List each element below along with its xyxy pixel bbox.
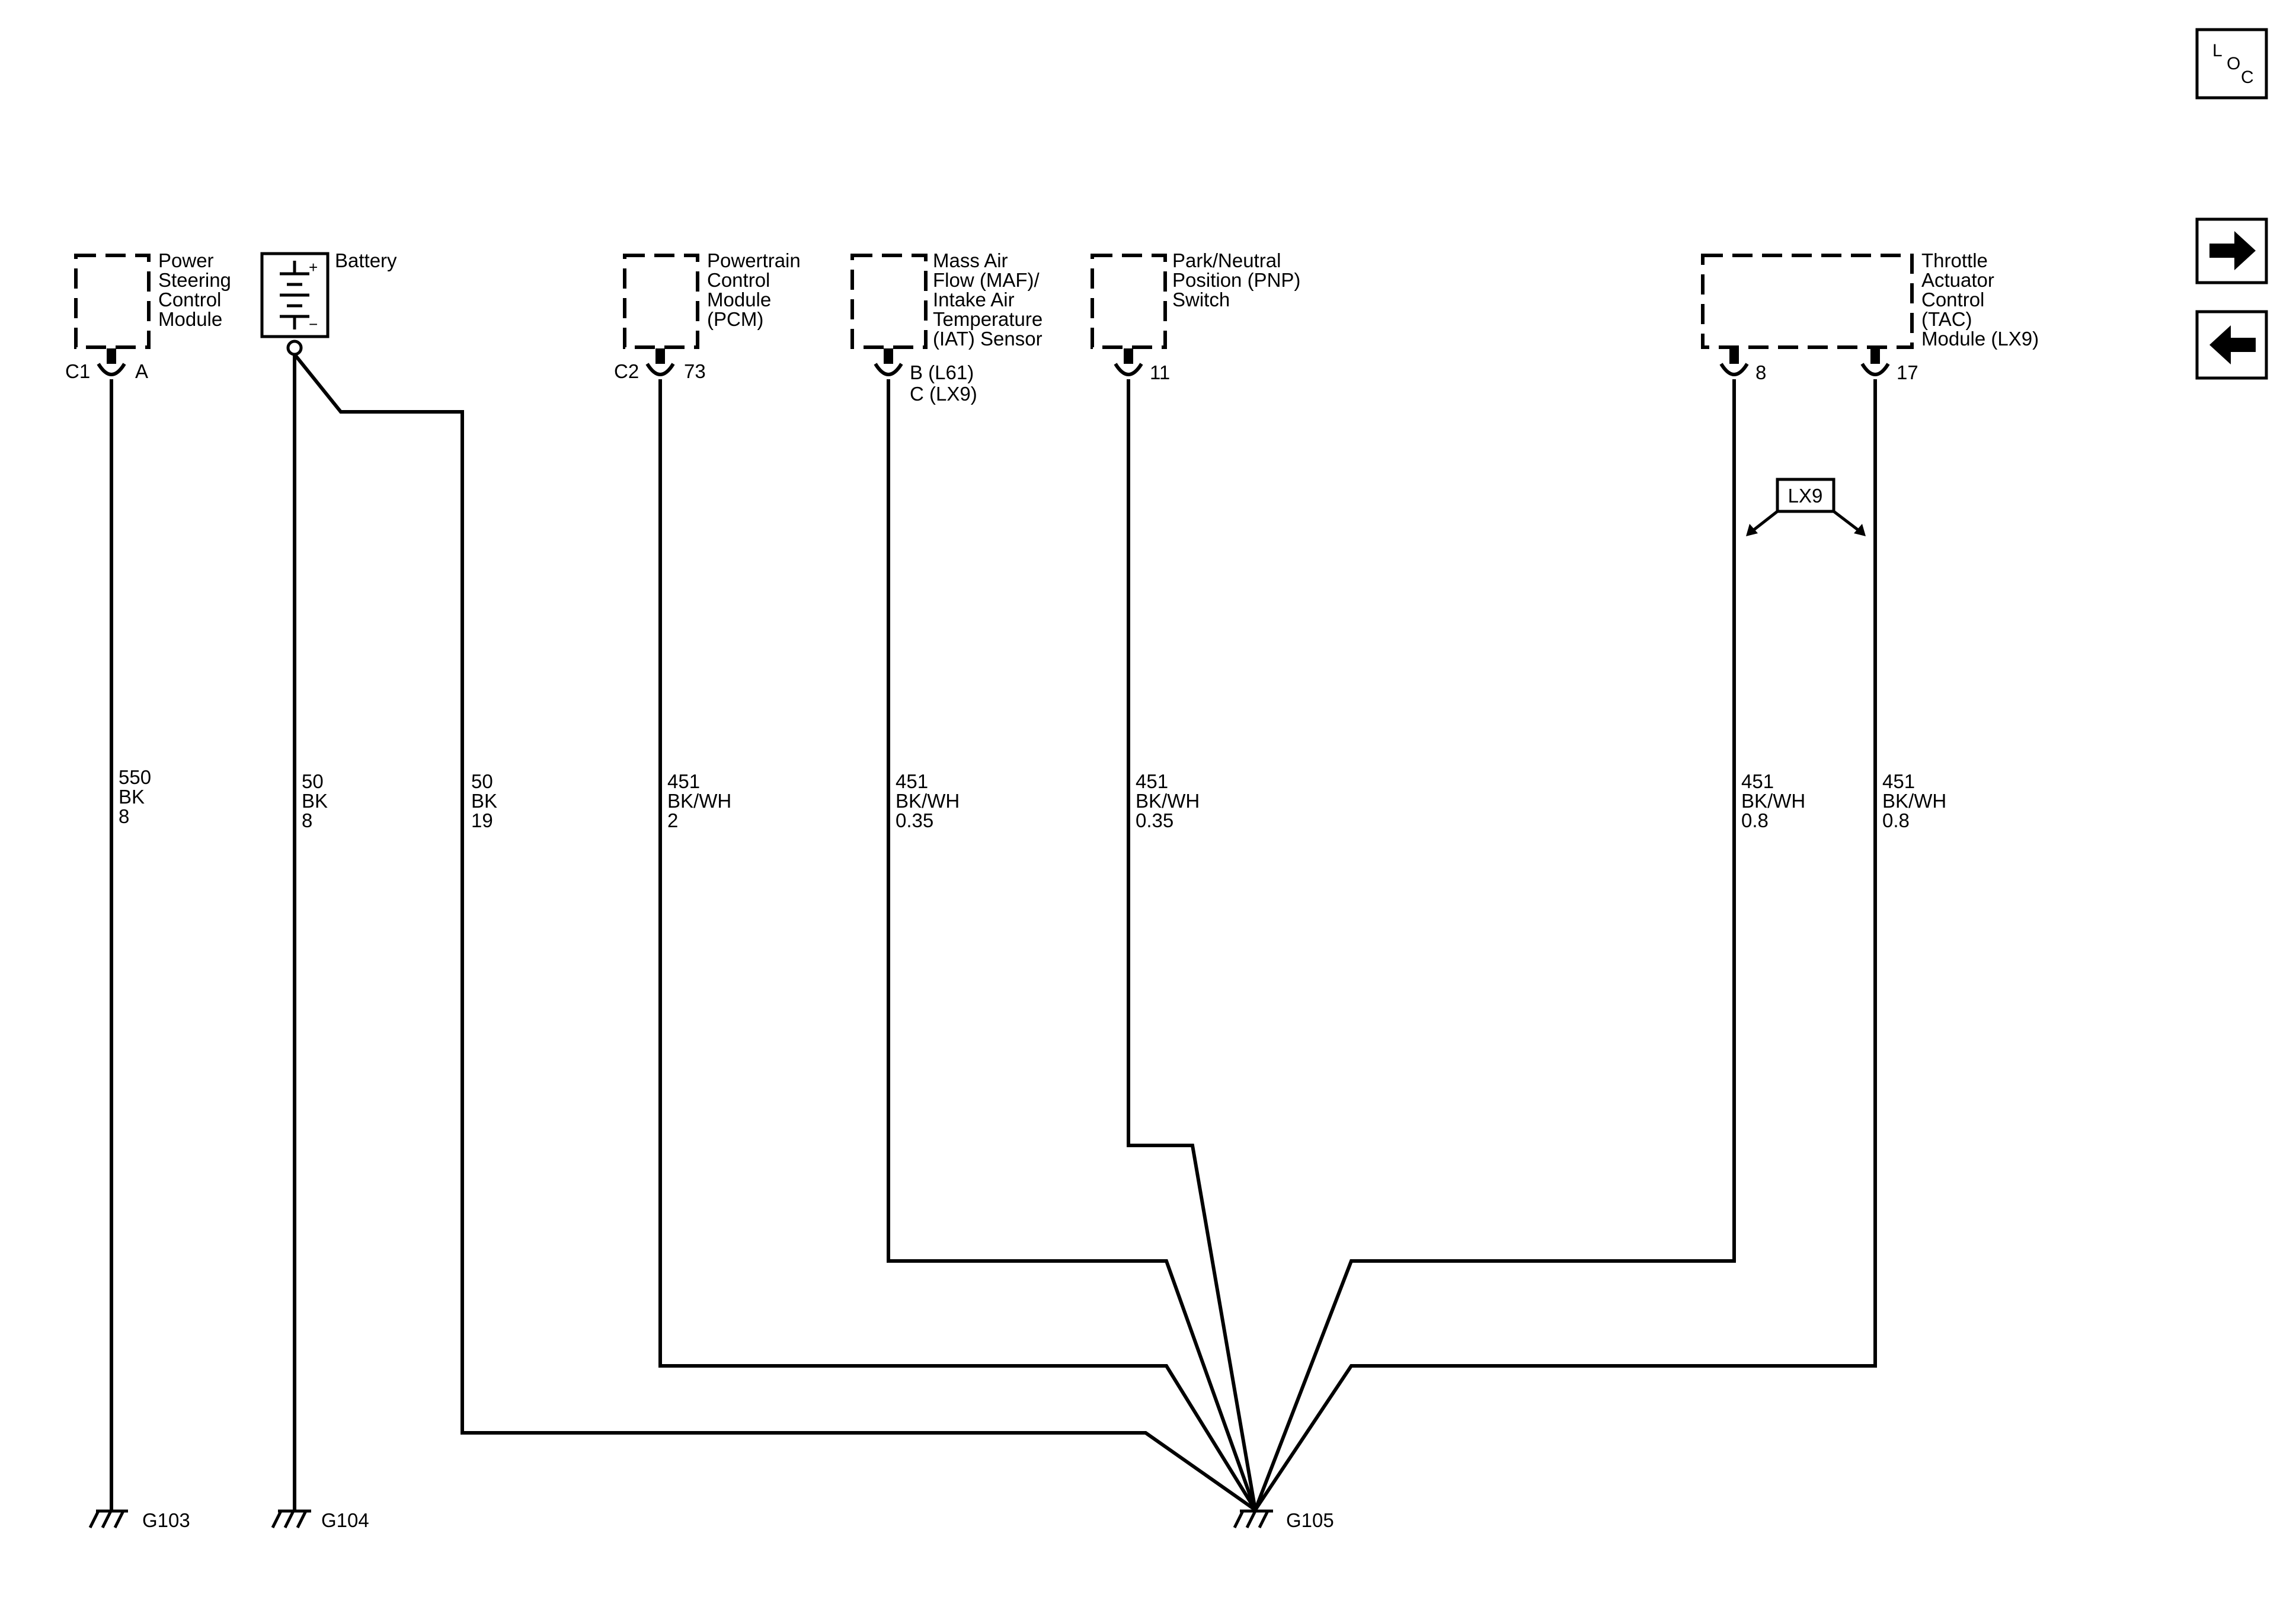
prev-page-button[interactable] [2195,310,2268,380]
svg-text:451: 451 [1882,770,1915,792]
arrow-left-icon [2209,325,2256,364]
svg-text:0.35: 0.35 [1136,809,1173,831]
pcm-label-1: Powertrain [707,249,801,271]
pscm-label-2: Steering [158,269,231,291]
svg-text:19: 19 [471,809,493,831]
pcm-pin-label: 73 [684,360,706,382]
svg-text:BK/WH: BK/WH [1882,790,1946,812]
svg-text:451: 451 [667,770,700,792]
tac-pin-label-1: 8 [1755,361,1766,383]
pnp-switch: Park/Neutral Position (PNP) Switch 11 [1091,249,1300,383]
svg-text:BK/WH: BK/WH [1136,790,1200,812]
svg-text:BK: BK [471,790,497,812]
svg-text:8: 8 [119,805,129,827]
tac-pin-label-2: 17 [1897,361,1918,383]
maf-label-5: (IAT) Sensor [933,328,1043,350]
maf-label-2: Flow (MAF)/ [933,269,1040,291]
ground-g103: G103 [88,1509,190,1531]
pscm-connector-label: C1 [65,360,90,382]
svg-text:0.8: 0.8 [1741,809,1769,831]
pscm-label-1: Power [158,249,214,271]
next-page-button[interactable] [2195,217,2268,284]
svg-text:BK/WH: BK/WH [667,790,731,812]
maf-label-3: Intake Air [933,289,1015,311]
battery: + − Battery [260,249,397,356]
wire-label-tac-8: 451 BK/WH 0.8 [1741,770,1805,831]
tac-label-2: Actuator [1921,269,1994,291]
wire-label-maf: 451 BK/WH 0.35 [896,770,960,831]
tac-label-1: Throttle [1921,249,1988,271]
svg-text:50: 50 [302,770,324,792]
maf-label-1: Mass Air [933,249,1008,271]
tac-label-5: Module (LX9) [1921,328,2039,350]
ground-label-g104: G104 [321,1509,369,1531]
battery-minus-sign: − [309,315,318,333]
tac-label-3: Control [1921,289,1984,311]
svg-text:0.35: 0.35 [896,809,933,831]
wire-label-tac-17: 451 BK/WH 0.8 [1882,770,1946,831]
power-steering-control-module: Power Steering Control Module C1 A [65,249,231,382]
wire-tac8-g105 [1253,379,1736,1511]
wire-pcm-g105 [658,379,1257,1511]
wire-label-pnp: 451 BK/WH 0.35 [1136,770,1200,831]
pcm-connector-label: C2 [614,360,639,382]
wire-maf-g105 [887,379,1257,1511]
pnp-label-3: Switch [1172,289,1230,311]
pcm-label-3: Module [707,289,771,311]
ground-label-g103: G103 [142,1509,190,1531]
pcm-label-2: Control [707,269,770,291]
maf-pin-label-2: C (LX9) [910,383,977,405]
pscm-label-3: Control [158,289,221,311]
loc-letter-o: O [2227,54,2240,73]
wire-pnp-g105 [1127,379,1257,1510]
svg-text:451: 451 [1136,770,1168,792]
wire-label-battery-g105: 50 BK 19 [471,770,497,831]
pscm-label-4: Module [158,308,222,330]
loc-letter-c: C [2241,68,2254,87]
svg-text:8: 8 [302,809,312,831]
wire-labels: 550 BK 8 50 BK 8 50 BK 19 451 BK/WH 2 45… [119,766,1946,831]
svg-text:550: 550 [119,766,151,788]
pnp-label-2: Position (PNP) [1172,269,1300,291]
pscm-pin-label: A [135,360,148,382]
loc-button[interactable]: L O C [2195,28,2268,100]
tac-label-4: (TAC) [1921,308,1972,330]
pcm-label-4: (PCM) [707,308,763,330]
svg-text:451: 451 [896,770,928,792]
ground-g104: G104 [271,1509,369,1531]
maf-pin-label-1: B (L61) [910,361,974,383]
maf-iat-sensor: Mass Air Flow (MAF)/ Intake Air Temperat… [850,249,1043,405]
arrow-right-icon [2209,231,2256,270]
svg-text:0.8: 0.8 [1882,809,1910,831]
svg-text:BK/WH: BK/WH [1741,790,1805,812]
wire-label-pcm: 451 BK/WH 2 [667,770,731,831]
svg-text:50: 50 [471,770,493,792]
lx9-option-label: LX9 [1788,485,1823,507]
maf-label-4: Temperature [933,308,1043,330]
wire-battery-g105 [293,353,1256,1512]
wires [110,353,1877,1512]
pnp-label-1: Park/Neutral [1172,249,1281,271]
ground-g105: G105 [1233,1509,1334,1531]
wire-label-pscm: 550 BK 8 [119,766,151,827]
lx9-option-tag: LX9 [1746,478,1866,536]
svg-text:451: 451 [1741,770,1774,792]
svg-text:2: 2 [667,809,678,831]
pnp-pin-label: 11 [1150,361,1170,383]
battery-plus-sign: + [309,258,318,276]
battery-label: Battery [335,249,397,271]
powertrain-control-module: Powertrain Control Module (PCM) C2 73 [614,249,801,382]
wire-tac17-g105 [1253,379,1877,1511]
svg-text:BK/WH: BK/WH [896,790,960,812]
svg-text:BK: BK [119,786,145,808]
ground-label-g105: G105 [1286,1509,1334,1531]
svg-text:BK: BK [302,790,328,812]
wire-label-battery-g104: 50 BK 8 [302,770,328,831]
loc-letter-l: L [2212,41,2223,60]
tac-module: Throttle Actuator Control (TAC) Module (… [1701,249,2039,383]
